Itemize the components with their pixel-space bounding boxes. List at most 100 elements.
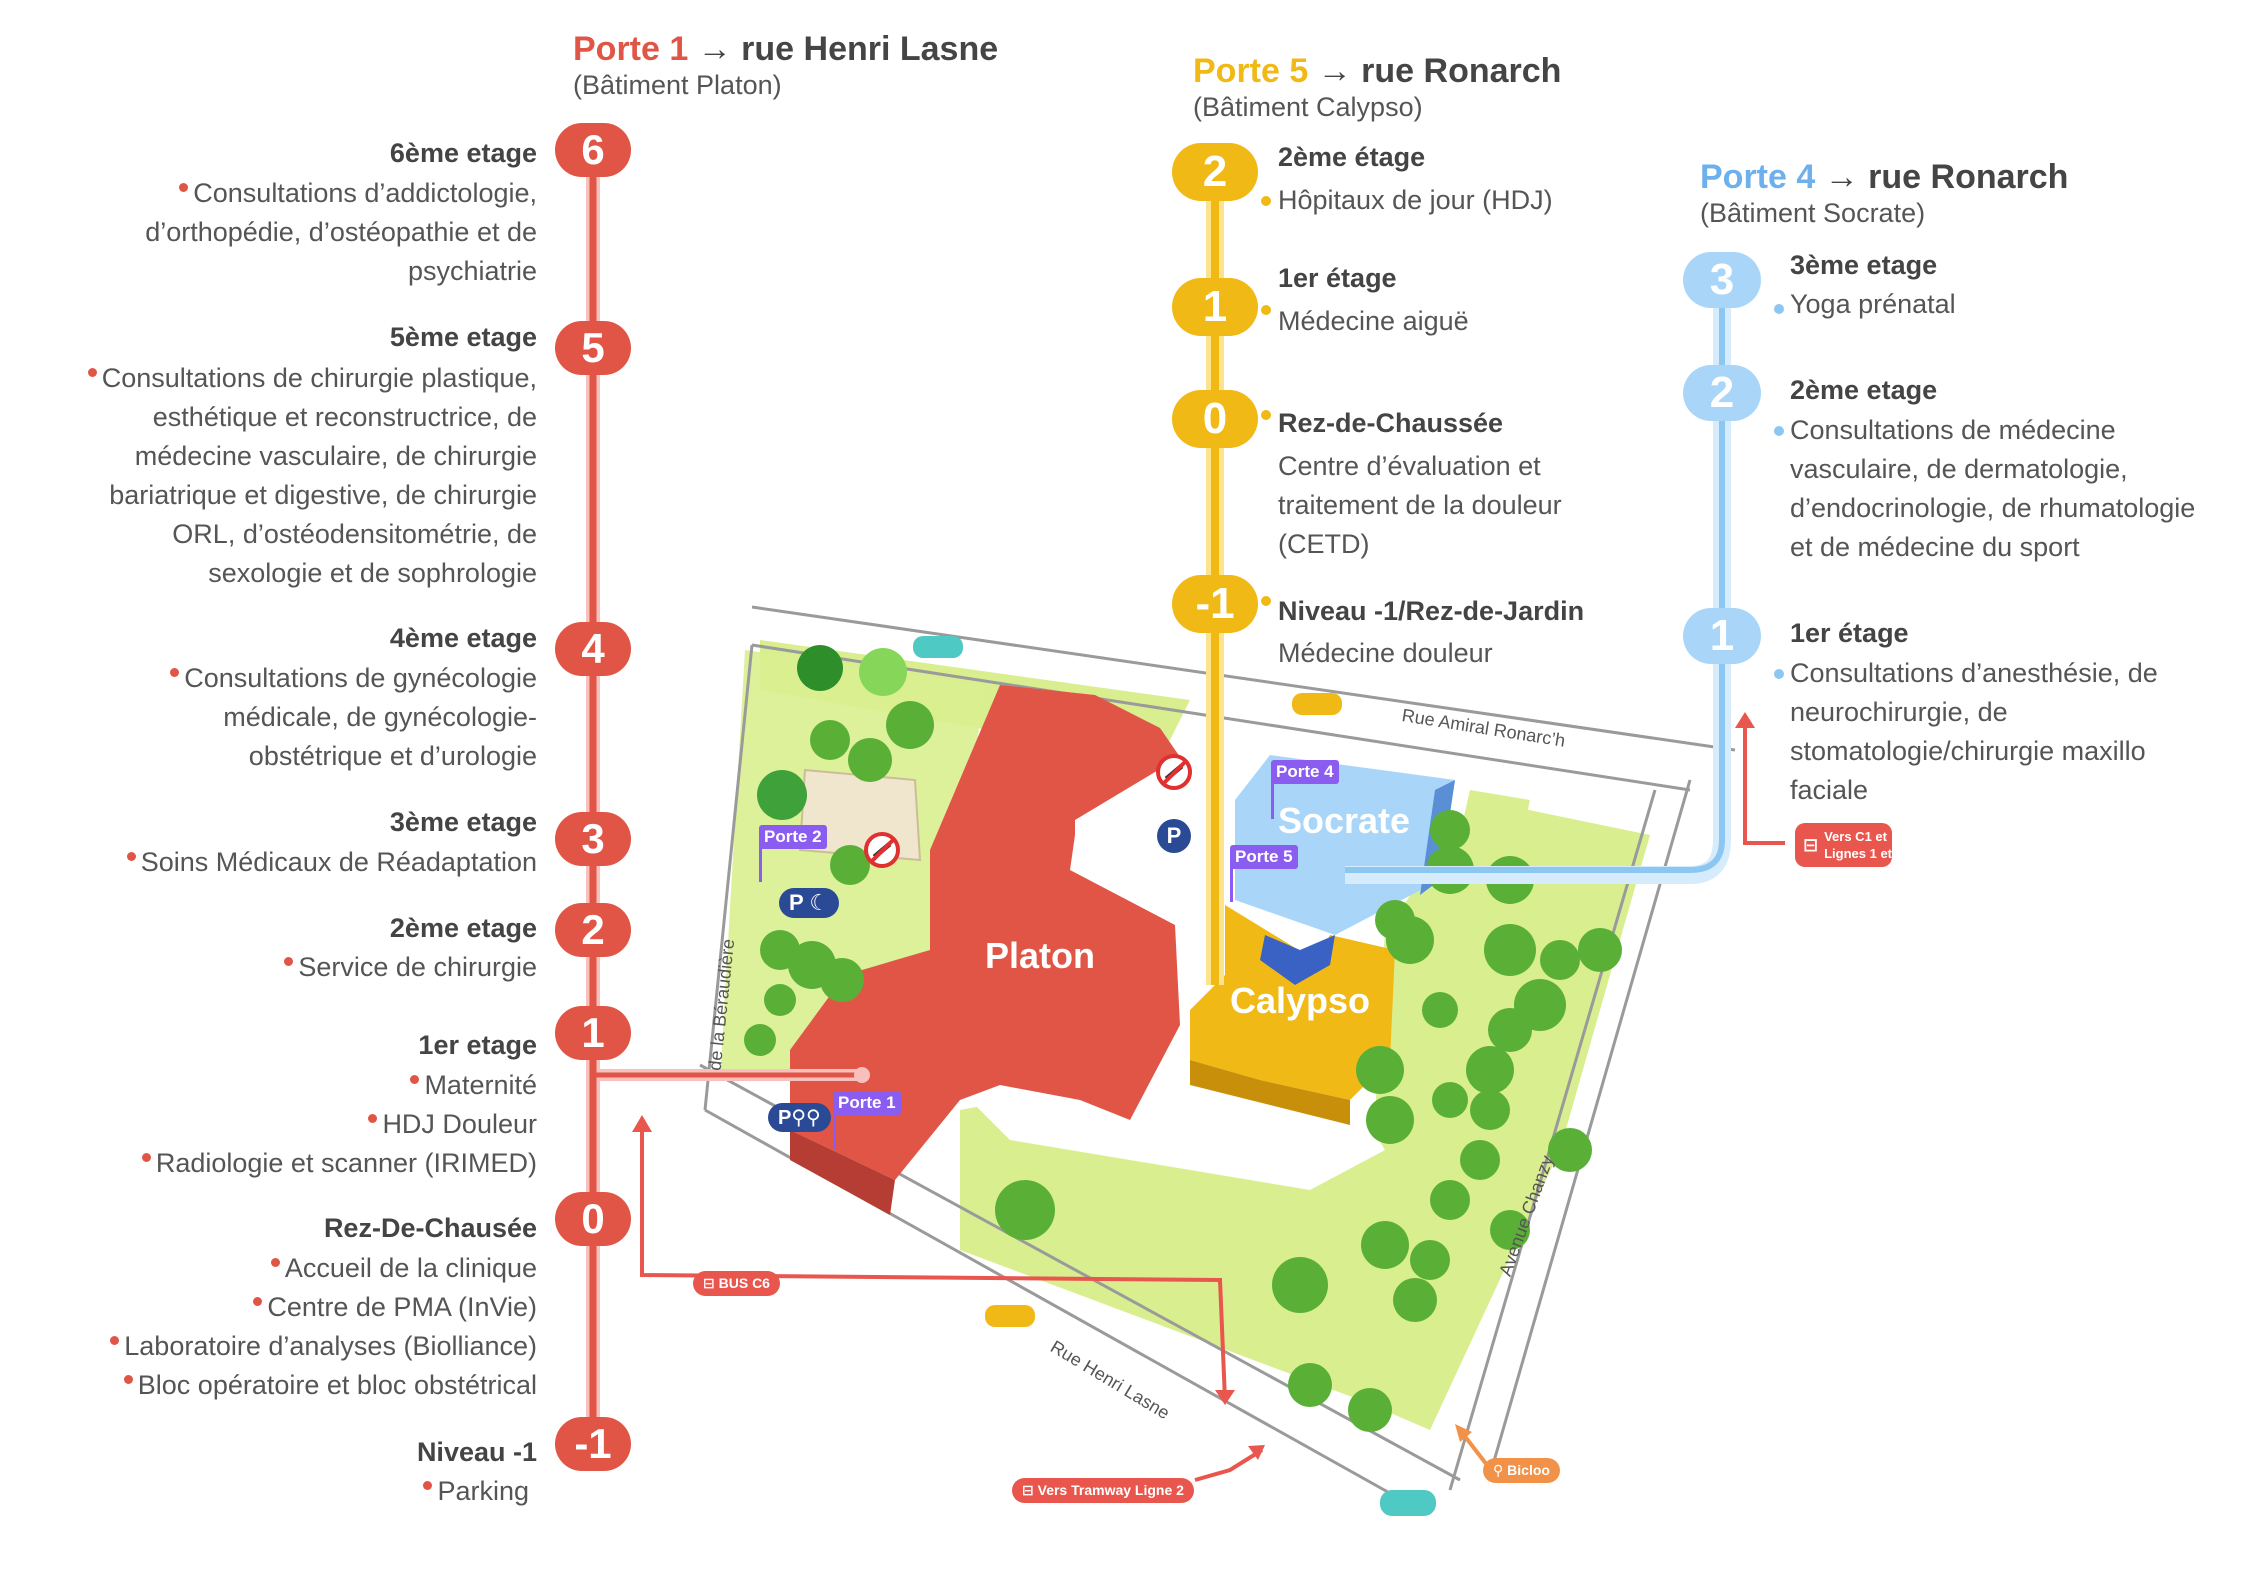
floor-item: Consultations d’anesthésie, de	[1790, 658, 2158, 688]
floor-title-3: 3ème etage	[1790, 250, 1938, 280]
door-tag-porte5: Porte 5	[1230, 845, 1298, 869]
floor-item: Laboratoire d’analyses (Biolliance)	[110, 1327, 537, 1366]
floor-items-6: Consultations d’addictologie, d’orthopéd…	[145, 174, 537, 291]
floor-item: Consultations de gynécologie	[170, 659, 537, 698]
floor-item: Centre d’évaluation et	[1278, 451, 1541, 481]
ladder-line-porte4	[1345, 275, 1725, 873]
c1-bus-badge: ⊟ Vers C1 et Lignes 1 et 4	[1795, 823, 1903, 867]
floor-item: Bloc opératoire et bloc obstétrical	[110, 1366, 537, 1405]
floor-badge-0: 0	[1172, 390, 1258, 448]
floor-items-4: Consultations de gynécologie médicale, d…	[170, 659, 537, 776]
tram-badge: ⊟ Vers Tramway Ligne 2	[1012, 1478, 1194, 1503]
bullet-dot	[1261, 596, 1271, 606]
bicloo-label: Bicloo	[1507, 1462, 1550, 1478]
night-parking-icon: P ☾	[779, 888, 840, 918]
porte4-label: Porte 4	[1700, 158, 1816, 196]
parking-icon: P	[1157, 819, 1191, 853]
c1-label-line2: Lignes 1 et 4	[1824, 846, 1903, 861]
porte1-header: Porte 1 → rue Henri Lasne	[573, 30, 998, 69]
no-smoking-icon	[864, 832, 900, 868]
floor-item: d’endocrinologie, de rhumatologie	[1790, 493, 2196, 523]
floor-item: Parking	[423, 1472, 529, 1511]
building-socrate-roof	[1235, 755, 1455, 935]
porte4-building: (Bâtiment Socrate)	[1700, 198, 1926, 228]
floor-item: médicale, de gynécologie-	[223, 702, 537, 732]
porte5-label: Porte 5	[1193, 52, 1309, 90]
bullet-dot	[1774, 669, 1784, 679]
bike-parking-icon: P⚲⚲	[768, 1103, 831, 1132]
door-pole	[1230, 866, 1233, 902]
floor-badge-3: 3	[555, 812, 631, 866]
bullet-dot	[1261, 410, 1271, 420]
floor-badge-2: 2	[1683, 365, 1761, 421]
floor-title-minus1: Niveau -1/Rez-de-Jardin	[1278, 596, 1585, 626]
building-label-platon: Platon	[985, 935, 1096, 976]
floor-items-1: Médecine aiguë	[1278, 302, 1469, 341]
porte5-header: Porte 5 → rue Ronarch	[1193, 52, 1561, 91]
porte1-destination: → rue Henri Lasne	[688, 30, 999, 68]
bullet-dot	[1774, 426, 1784, 436]
building-label-calypso: Calypso	[1230, 980, 1371, 1021]
porte1-label: Porte 1	[573, 30, 689, 68]
floor-item: médecine vasculaire, de chirurgie	[134, 441, 537, 471]
building-calypso-roof	[1190, 905, 1395, 1100]
floor-item: psychiatrie	[407, 256, 537, 286]
floor-item: Consultations de chirurgie plastique,	[88, 359, 537, 398]
floor-item: Consultations d’addictologie,	[145, 174, 537, 213]
floor-item: Radiologie et scanner (IRIMED)	[142, 1144, 537, 1183]
floor-item: Médecine douleur	[1278, 638, 1493, 668]
floor-item: Maternité	[142, 1066, 537, 1105]
floor-item: stomatologie/chirurgie maxillo	[1790, 736, 2146, 766]
building-platon-roof	[790, 685, 1180, 1180]
floor-title-2: 2ème étage	[1278, 142, 1426, 172]
floor-badge-minus1: -1	[1172, 575, 1258, 633]
bicloo-badge: ⚲ Bicloo	[1483, 1458, 1560, 1483]
floor-title-5: 5ème etage	[389, 322, 537, 352]
c1-label-line1: Vers C1 et	[1824, 829, 1887, 844]
porte4-destination: → rue Ronarch	[1815, 158, 2069, 196]
floor-title-2: 2ème etage	[389, 913, 537, 943]
floor-items-1: Maternité HDJ Douleur Radiologie et scan…	[142, 1066, 537, 1183]
floor-badge-2: 2	[555, 903, 631, 957]
floor-item: Médecine aiguë	[1278, 306, 1469, 336]
floor-item: (CETD)	[1278, 529, 1370, 559]
floor-items-5: Consultations de chirurgie plastique, es…	[88, 359, 537, 593]
floor-badge-1: 1	[555, 1006, 631, 1060]
floor-badge-1: 1	[1172, 278, 1258, 336]
floor-title-6: 6ème etage	[389, 138, 537, 168]
floor-item: ORL, d’ostéodensitométrie, de	[172, 519, 537, 549]
floor-item: vasculaire, de dermatologie,	[1790, 454, 2128, 484]
car-icon	[913, 636, 1436, 1516]
floor-item: faciale	[1790, 775, 1869, 805]
bus-c6-badge: ⊟ BUS C6	[693, 1271, 780, 1296]
parking-letter: P	[778, 1107, 792, 1129]
floor-title-minus1: Niveau -1	[416, 1437, 537, 1467]
route-tram-2	[1194, 1448, 1264, 1482]
floor-badge-minus1: -1	[555, 1417, 631, 1471]
door-pole	[1271, 781, 1274, 819]
floor-items-minus1: Médecine douleur	[1278, 634, 1493, 673]
door-pole	[833, 1112, 836, 1150]
floor-item: d’orthopédie, d’ostéopathie et de	[145, 217, 537, 247]
floor-item: Soins Médicaux de Réadaptation	[127, 843, 537, 882]
floor-badge-1: 1	[1683, 608, 1761, 664]
door-tag-porte1: Porte 1	[833, 1091, 901, 1115]
floor-items-1: Consultations d’anesthésie, de neurochir…	[1790, 654, 2158, 810]
porte5-destination: → rue Ronarch	[1308, 52, 1562, 90]
porte5-building: (Bâtiment Calypso)	[1193, 92, 1423, 122]
route-bus-c6	[640, 1125, 1227, 1401]
building-calypso-side	[1190, 1060, 1350, 1125]
floor-item: Hôpitaux de jour (HDJ)	[1278, 185, 1553, 215]
floor-badge-3: 3	[1683, 252, 1761, 308]
floor-item: Consultations de médecine	[1790, 415, 2116, 445]
floor-items-2: Hôpitaux de jour (HDJ)	[1278, 181, 1553, 220]
floor-items-0: Centre d’évaluation et traitement de la …	[1278, 447, 1562, 564]
floor-items-0: Accueil de la clinique Centre de PMA (In…	[110, 1249, 537, 1405]
floor-item: bariatrique et digestive, de chirurgie	[109, 480, 537, 510]
door-tag-porte4: Porte 4	[1271, 760, 1339, 784]
floor-item: sexologie et de sophrologie	[208, 558, 537, 588]
bus-icon: ⊟	[1803, 835, 1819, 855]
route-c1	[1743, 720, 1785, 845]
floor-item: Yoga prénatal	[1790, 289, 1956, 319]
